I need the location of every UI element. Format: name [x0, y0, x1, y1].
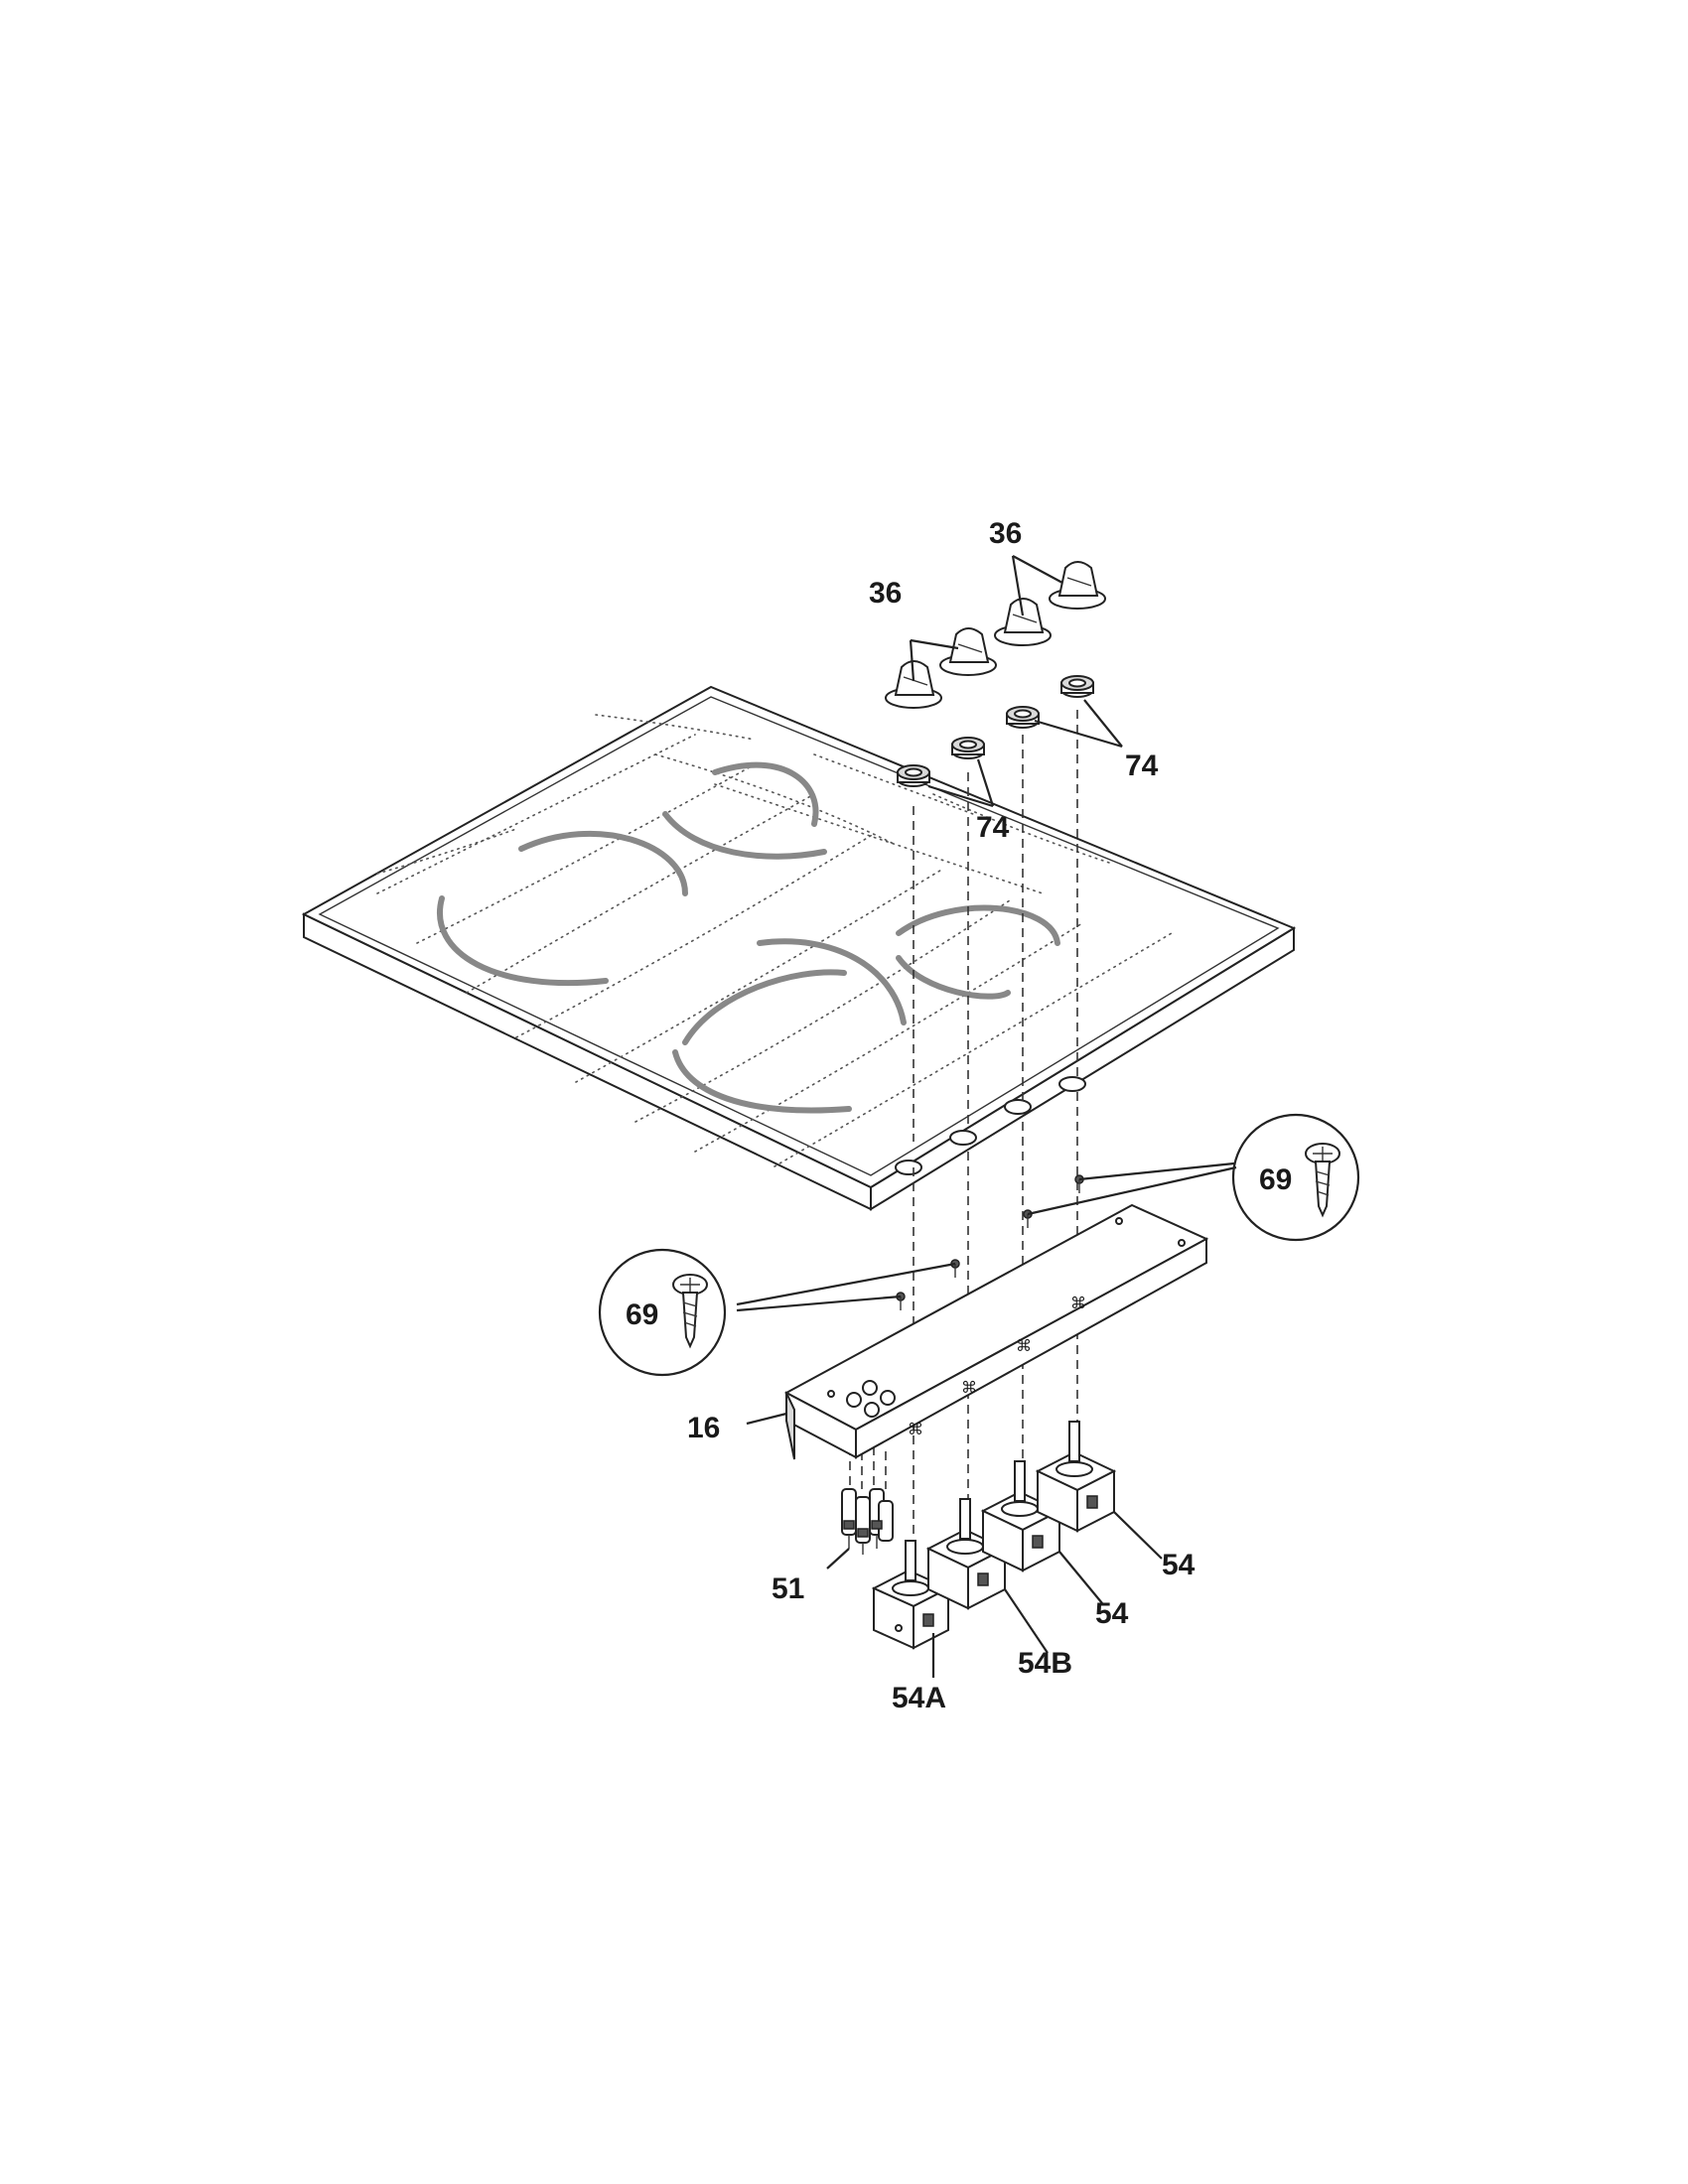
switch-54a [871, 1540, 951, 1650]
control-panel-bracket: ⌘ ⌘ ⌘ ⌘ [783, 1203, 1209, 1460]
callout-labels: 36 36 74 74 69 69 16 51 54 54 54B 54A [626, 517, 1292, 1714]
knob-2 [939, 627, 997, 676]
screw-callout-right [1027, 1113, 1360, 1242]
indicator-lights [841, 1488, 894, 1555]
switches [871, 1421, 1117, 1650]
label-switch-54a: 54A [892, 1682, 946, 1714]
label-screw-left: 69 [626, 1298, 658, 1331]
label-knob-pair: 36 [869, 577, 902, 610]
panel-screw-1 [896, 1292, 906, 1310]
label-switch-54b: 54B [1018, 1647, 1072, 1680]
panel-screw-2 [950, 1259, 960, 1278]
knob-3 [994, 598, 1052, 646]
bezel-1 [897, 764, 930, 787]
label-bezel-left: 74 [976, 811, 1010, 844]
leader-lines [746, 555, 1163, 1678]
screw-callout-left [598, 1248, 956, 1377]
knob-4 [1049, 561, 1106, 610]
heating-elements [437, 761, 1060, 1114]
label-control-panel: 16 [687, 1412, 720, 1444]
svg-text:⌘: ⌘ [1070, 1296, 1086, 1312]
label-bezel-right: 74 [1125, 750, 1159, 782]
bezels [897, 675, 1094, 787]
svg-text:⌘: ⌘ [961, 1380, 977, 1397]
knob-holes [895, 1076, 1086, 1175]
bezel-3 [1006, 706, 1040, 729]
panel-screws [896, 1174, 1084, 1310]
svg-text:⌘: ⌘ [1016, 1338, 1032, 1355]
label-switch-right: 54 [1162, 1549, 1196, 1581]
switch-54-mid [980, 1460, 1062, 1572]
switch-54-right [1035, 1421, 1117, 1533]
label-screw-right: 69 [1259, 1163, 1292, 1196]
svg-text:⌘: ⌘ [908, 1422, 923, 1438]
bezel-4 [1060, 675, 1094, 698]
label-knob: 36 [989, 517, 1022, 550]
knob-1 [885, 660, 942, 709]
bezel-2 [951, 737, 985, 759]
cooktop-glass [301, 685, 1297, 1211]
label-indicator-lights: 51 [772, 1572, 804, 1605]
label-switch-mid: 54 [1095, 1597, 1129, 1630]
knobs [885, 561, 1106, 709]
